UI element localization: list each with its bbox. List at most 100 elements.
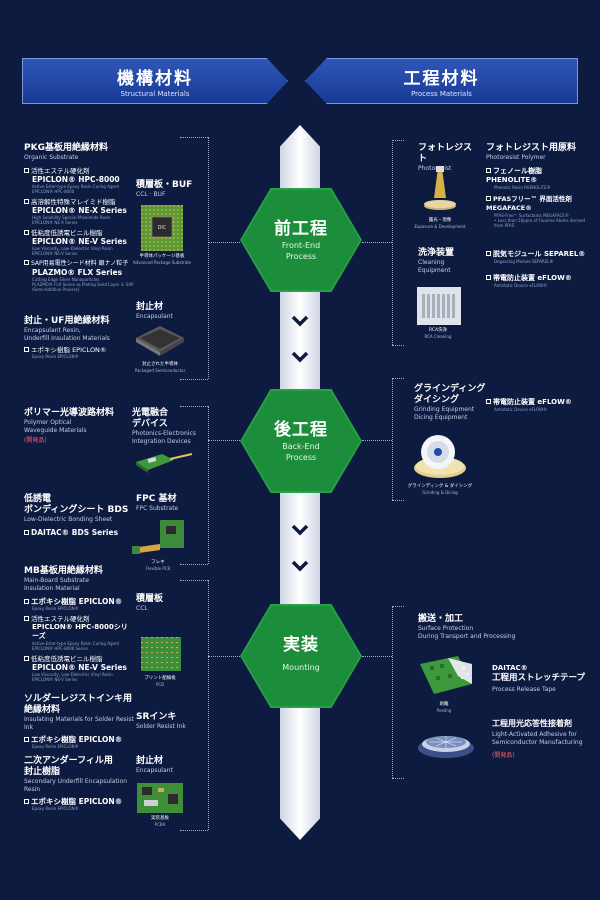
connector [392, 606, 393, 778]
photoresist-section: フォトレジスト Photoresist [418, 143, 480, 173]
connector [362, 656, 392, 657]
section-subtitle: CCL [136, 605, 148, 612]
connector [180, 406, 208, 407]
image-caption-en: Grinding & Dicing [422, 490, 458, 495]
encapsulant-section: 封止材 Encapsulant [136, 302, 196, 321]
section-title: 封止材 [136, 302, 164, 312]
image-caption: 剥離 [439, 702, 449, 707]
image-caption: フレキ [151, 560, 165, 565]
chevron-down-icon [289, 314, 311, 328]
light-activated-adhesive-item: 工程用光応答性接着剤 Light-Activated Adhesive for … [492, 718, 590, 760]
image-caption: 半導体パッケージ基板 [139, 254, 185, 259]
connector [180, 137, 208, 138]
checkbox-icon [24, 616, 29, 621]
section-title: 封止材 [136, 756, 164, 766]
section-title: フォトレジスト用原料 [486, 143, 577, 153]
product-item: 活性エステル硬化剤 EPICLON® HPC-8000 Active Ester… [24, 167, 134, 194]
section-subtitle: CCL · BUF [136, 191, 166, 198]
adhesive-wafer-image [416, 722, 476, 762]
image-caption-en: RCA Cleaning [424, 334, 452, 339]
image-caption-en: Exposure & Development [414, 224, 466, 229]
structural-materials-banner: 機構材料 Structural Materials [22, 58, 288, 104]
section-subtitle: Organic Substrate [24, 154, 79, 161]
section-subtitle: Encapsulant [136, 313, 173, 320]
underfill-section: 封止・UF用絶縁材料 Encapsulant Resin, Underfill … [24, 316, 134, 359]
checkbox-icon [24, 168, 29, 173]
process-release-tape-item: DAITAC® 工程用ストレッチテープ Process Release Tape [492, 664, 585, 693]
section-title: PKG基板用絶縁材料 [24, 143, 108, 153]
exposure-image [420, 166, 460, 216]
cleaning-equipment-section: 洗浄装置 Cleaning Equipment [418, 248, 480, 275]
checkbox-icon [24, 737, 29, 742]
section-title: 積層板 [136, 594, 164, 604]
product-item: フェノール樹脂 PHENOLITE® Phenolic Resin PHENOL… [486, 167, 551, 190]
product-item: 低粘度低誘電ビニル樹脂 EPICLON® NE-V Series Low Vis… [24, 229, 134, 256]
product-item: PFASフリー™ 界面活性剤 MEGAFACE® PFAS-Free™ Surf… [486, 195, 585, 228]
image-caption: プリント配線板 [144, 676, 176, 681]
mounting-process-node: 実装 Mounting [240, 604, 362, 708]
checkbox-icon [24, 199, 29, 204]
pcba-image [136, 782, 184, 814]
connector [392, 500, 404, 501]
packaged-semiconductor-image [134, 324, 186, 360]
secondary-underfill-section: 二次アンダーフィル用 封止樹脂 Secondary Underfill Enca… [24, 756, 128, 811]
connector [208, 242, 240, 243]
grinding-dicing-image [412, 432, 468, 480]
section-subtitle: Solder Resist Ink [136, 723, 186, 730]
image-caption: 実装基板 [151, 816, 169, 821]
image-caption: 封止された半導体 [142, 362, 178, 367]
checkbox-icon [24, 260, 29, 265]
pcb-image [140, 636, 182, 672]
sr-ink-section: SRインキ Solder Resist Ink [136, 712, 198, 731]
connector [392, 378, 393, 500]
degassing-module-item: 脱気モジュール SEPAREL® Degassing Module SEPARE… [486, 250, 590, 264]
chevron-down-icon [289, 350, 311, 364]
checkbox-icon [24, 530, 29, 535]
section-title: 封止・UF用絶縁材料 [24, 316, 110, 326]
development-badge: (開発品) [492, 752, 515, 759]
section-subtitle: Encapsulant [136, 767, 173, 774]
banner-subtitle: Structural Materials [120, 90, 190, 98]
product-item: 高溶解性特殊マレイミド樹脂 EPICLON® NE-X Series High … [24, 198, 134, 225]
checkbox-icon [486, 275, 491, 280]
connector [362, 440, 392, 441]
checkbox-icon [24, 230, 29, 235]
connector [208, 406, 209, 564]
image-caption-en: Peeling [436, 708, 452, 713]
checkbox-icon [24, 799, 29, 804]
checkbox-icon [486, 251, 491, 256]
node-subtitle: Mounting [282, 663, 320, 672]
connector [180, 379, 208, 380]
image-caption-en: PCB [156, 682, 164, 687]
image-caption: グラインディング & ダイシング [407, 484, 473, 489]
image-caption: 露光・現像 [428, 218, 452, 223]
connector [362, 242, 392, 243]
chip-label: DIC [158, 225, 167, 231]
banner-title: 機構材料 [117, 69, 193, 89]
checkbox-icon [24, 347, 29, 352]
pkg-substrate-section: PKG基板用絶縁材料 Organic Substrate 活性エステル硬化剤 E… [24, 143, 134, 292]
solder-resist-section: ソルダーレジストインキ用 絶縁材料 Insulating Materials f… [24, 694, 134, 749]
node-title: 後工程 [274, 420, 328, 440]
checkbox-icon [486, 196, 491, 201]
node-title: 実装 [283, 635, 319, 655]
section-title: 洗浄装置 [418, 248, 455, 258]
antistatic-device-item: 帯電防止装置 eFLOW® Antistatic Device eFLOW® [486, 274, 590, 288]
section-title: フォトレジスト [418, 143, 473, 164]
polymer-waveguide-section: ポリマー光導波路材料 Polymer Optical Waveguide Mat… [24, 408, 134, 445]
peeling-tape-image [418, 654, 474, 700]
image-caption: RCA洗浄 [428, 328, 448, 333]
connector [392, 345, 404, 346]
image-caption-en: Flexible PCB [145, 566, 171, 571]
connector [180, 564, 208, 565]
photonics-device-image [134, 450, 194, 476]
chevron-down-icon [289, 559, 311, 573]
section-title: SRインキ [136, 712, 177, 722]
rca-cleaning-image [416, 286, 462, 326]
section-subtitle: Photoresist Polymer [486, 154, 546, 161]
section-title: 積層板・BUF [136, 180, 193, 190]
photonics-section: 光電融合 デバイス Photonics-Electronics Integrat… [132, 408, 196, 445]
connector [208, 137, 209, 379]
